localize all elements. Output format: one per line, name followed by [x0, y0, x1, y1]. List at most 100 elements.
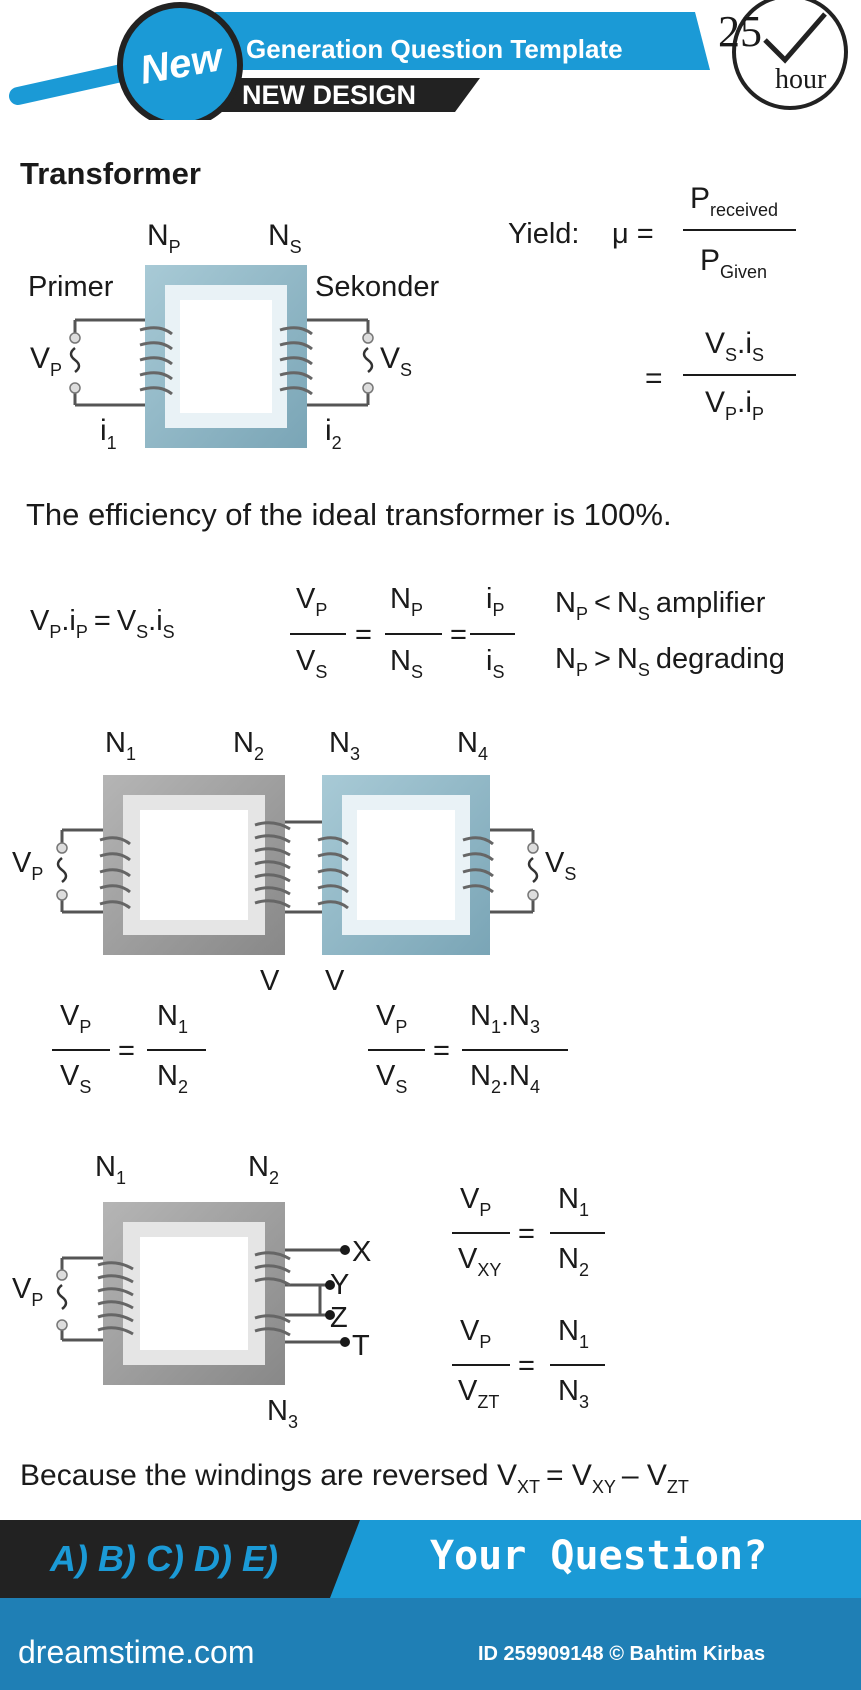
- p-received: P: [690, 182, 710, 215]
- svg-text:NS: NS: [268, 219, 302, 257]
- svg-text:VS: VS: [296, 645, 327, 682]
- svg-text:=: =: [518, 1218, 535, 1250]
- svg-text:=: =: [433, 1035, 450, 1067]
- d2-vs: V: [545, 847, 565, 879]
- reversed-text: Because the windings are reversed VXT= V…: [20, 1459, 689, 1497]
- svg-text:VS: VS: [60, 1060, 91, 1097]
- svg-text:VP: VP: [60, 1000, 91, 1037]
- yield-symbol: μ =: [612, 218, 654, 250]
- d2-n2: N: [233, 727, 254, 759]
- footer-banner: [0, 1520, 861, 1690]
- svg-text:=: =: [355, 619, 372, 651]
- svg-text:N1.N3: N1.N3: [470, 1000, 540, 1037]
- section-title: Transformer: [20, 156, 201, 191]
- svg-text:Preceived: Preceived: [690, 182, 778, 220]
- terminal-x: X: [352, 1236, 371, 1268]
- svg-text:N2: N2: [157, 1060, 188, 1097]
- svg-text:N1: N1: [105, 727, 136, 764]
- svg-text:VS: VS: [376, 1060, 407, 1097]
- d2-n1: N: [105, 727, 126, 759]
- yield-label: Yield:: [508, 218, 579, 250]
- d3-n1: N: [95, 1151, 116, 1183]
- svg-text:VS: VS: [380, 342, 412, 380]
- terminal-t: T: [352, 1330, 370, 1362]
- svg-text:VP: VP: [30, 342, 62, 380]
- yield-eq2: =: [645, 362, 663, 395]
- svg-text:PGiven: PGiven: [700, 244, 767, 282]
- svg-text:N3: N3: [329, 727, 360, 764]
- svg-text:=: =: [118, 1035, 135, 1067]
- svg-text:VP: VP: [460, 1315, 491, 1352]
- svg-text:VZT: VZT: [458, 1375, 499, 1412]
- header-title: Generation Question Template: [246, 34, 623, 64]
- svg-text:NS: NS: [390, 645, 423, 682]
- d2-v-left: V: [260, 965, 280, 997]
- efficiency-text: The efficiency of the ideal transformer …: [26, 497, 672, 532]
- secondary-label: Sekonder: [315, 271, 439, 303]
- svg-text:iS: iS: [486, 645, 504, 682]
- svg-text:VP: VP: [12, 847, 43, 884]
- svg-text:VP: VP: [376, 1000, 407, 1037]
- svg-text:N1: N1: [558, 1183, 589, 1220]
- header-blue-bar: [215, 12, 710, 70]
- svg-text:VP: VP: [296, 583, 327, 620]
- physics-diagrams: NP NS Primer Sekonder VP VS i1 i2 Yield:…: [12, 182, 796, 1497]
- d2-vp: V: [12, 847, 32, 879]
- image-credit: ID 259909148 © Bahtim Kirbas: [478, 1643, 766, 1665]
- svg-text:N3: N3: [267, 1395, 298, 1432]
- primary-label: Primer: [28, 271, 114, 303]
- clock-unit: hour: [775, 64, 827, 95]
- magnifier-handle: [9, 61, 144, 105]
- brand-watermark: dreamstime.com: [18, 1634, 255, 1670]
- answer-options: A) B) C) D) E): [50, 1538, 278, 1579]
- svg-text:VP: VP: [12, 1273, 43, 1310]
- d2-v-right: V: [325, 965, 345, 997]
- svg-text:VP.iP: VP.iP: [705, 386, 764, 424]
- svg-text:=: =: [450, 619, 467, 651]
- terminal-z: Z: [330, 1302, 348, 1334]
- vp-label: V: [30, 342, 50, 375]
- svg-text:N2: N2: [248, 1151, 279, 1188]
- svg-text:VS: VS: [545, 847, 576, 884]
- svg-text:N1: N1: [95, 1151, 126, 1188]
- vs-label: V: [380, 342, 400, 375]
- d2-n3: N: [329, 727, 350, 759]
- svg-text:i1: i1: [100, 414, 117, 453]
- d3-n2: N: [248, 1151, 269, 1183]
- svg-text:VS.iS: VS.iS: [705, 327, 764, 365]
- d2-n4: N: [457, 727, 478, 759]
- header-banner: [0, 0, 861, 120]
- np-label: N: [147, 219, 169, 252]
- svg-text:VXY: VXY: [458, 1243, 501, 1280]
- d3-vp: V: [12, 1273, 32, 1305]
- svg-text:i2: i2: [325, 414, 342, 453]
- your-question: Your Question?: [430, 1533, 768, 1579]
- svg-text:VP: VP: [460, 1183, 491, 1220]
- transformer-2: [56, 775, 539, 955]
- i2-label: i: [325, 414, 332, 447]
- i1-label: i: [100, 414, 107, 447]
- clock-icon: [732, 0, 848, 110]
- svg-text:N1: N1: [157, 1000, 188, 1037]
- svg-text:iP: iP: [486, 583, 504, 620]
- p-given: P: [700, 244, 720, 277]
- transformer-1: [69, 265, 374, 448]
- header-subtitle: NEW DESIGN: [242, 80, 417, 110]
- magnifier-ring: [117, 2, 243, 120]
- power-equation: VP.iP=VS.iS: [30, 605, 175, 642]
- svg-text:NP: NP: [147, 219, 181, 257]
- svg-text:=: =: [518, 1350, 535, 1382]
- d3-n3: N: [267, 1395, 288, 1427]
- clock-number: 25: [718, 7, 762, 56]
- svg-text:N4: N4: [457, 727, 488, 764]
- svg-text:N2.N4: N2.N4: [470, 1060, 540, 1097]
- header-dark-bar: [200, 78, 480, 112]
- ns-label: N: [268, 219, 290, 252]
- svg-text:N3: N3: [558, 1375, 589, 1412]
- transformer-3: [56, 1202, 350, 1385]
- svg-text:N2: N2: [233, 727, 264, 764]
- svg-text:NP: NP: [390, 583, 423, 620]
- svg-text:N1: N1: [558, 1315, 589, 1352]
